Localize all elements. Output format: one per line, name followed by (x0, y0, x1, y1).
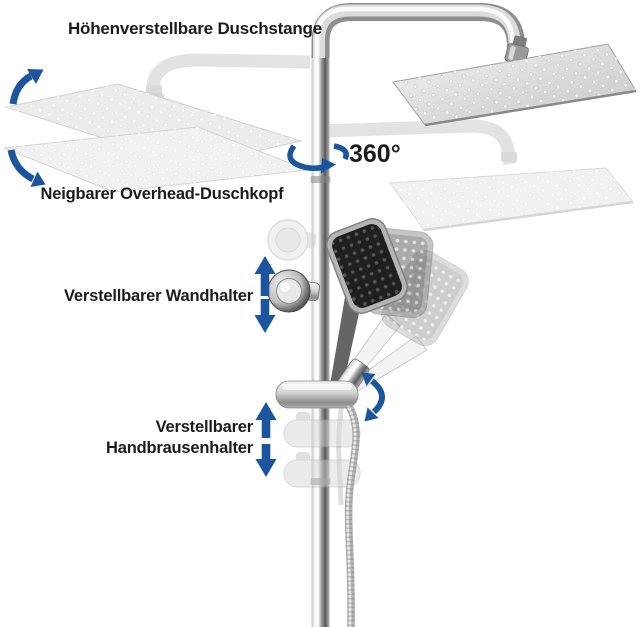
wall-holder-label: Verstellbarer Wandhalter (64, 287, 253, 305)
hand-holder-label-line1: Verstellbarer (155, 418, 254, 436)
wall-holder-down-arrow-icon (254, 299, 276, 333)
hand-holder-up-arrow-icon (255, 402, 277, 438)
title-label: Höhenverstellbare Duschstange (67, 19, 322, 38)
hand-shower-holder (275, 358, 370, 409)
pole-joint-ring (310, 478, 331, 485)
hand-holder-label-line2: Handbrausenhalter (106, 439, 253, 457)
shower-hose (344, 404, 360, 627)
hand-shower-tilt-arrow-icon (361, 372, 385, 422)
overhead-shower-ghost-right (389, 167, 634, 232)
shower-rail-pole (310, 58, 331, 627)
curved-down-arrow-icon (7, 149, 46, 187)
pole-joint-ring (310, 176, 331, 183)
hand-shower-holder-ghost (283, 452, 361, 488)
hand-shower-handle (330, 297, 361, 391)
rotation-360-label: 360° (349, 140, 401, 168)
hand-shower-holder-ghost (283, 412, 361, 448)
overhead-shower-ghost-lower (3, 126, 308, 193)
overhead-shower-head (392, 43, 637, 127)
wall-holder-up-arrow-icon (254, 256, 276, 296)
rotate-360-arrow-icon (287, 143, 349, 174)
overhead-shower-label: Neigbarer Overhead-Duschkopf (40, 185, 284, 203)
hand-holder-down-arrow-icon (255, 444, 277, 477)
curved-up-arrow-icon (9, 69, 44, 105)
wall-mount-ghost (267, 219, 317, 261)
hand-holder-label: Verstellbarer Handbrausenhalter (0, 417, 253, 459)
hand-shower-head (325, 218, 409, 314)
shower-arm (311, 3, 525, 64)
shower-hose-loop (336, 403, 345, 506)
wall-mount (267, 269, 321, 313)
ghost-arm-right (321, 119, 517, 165)
